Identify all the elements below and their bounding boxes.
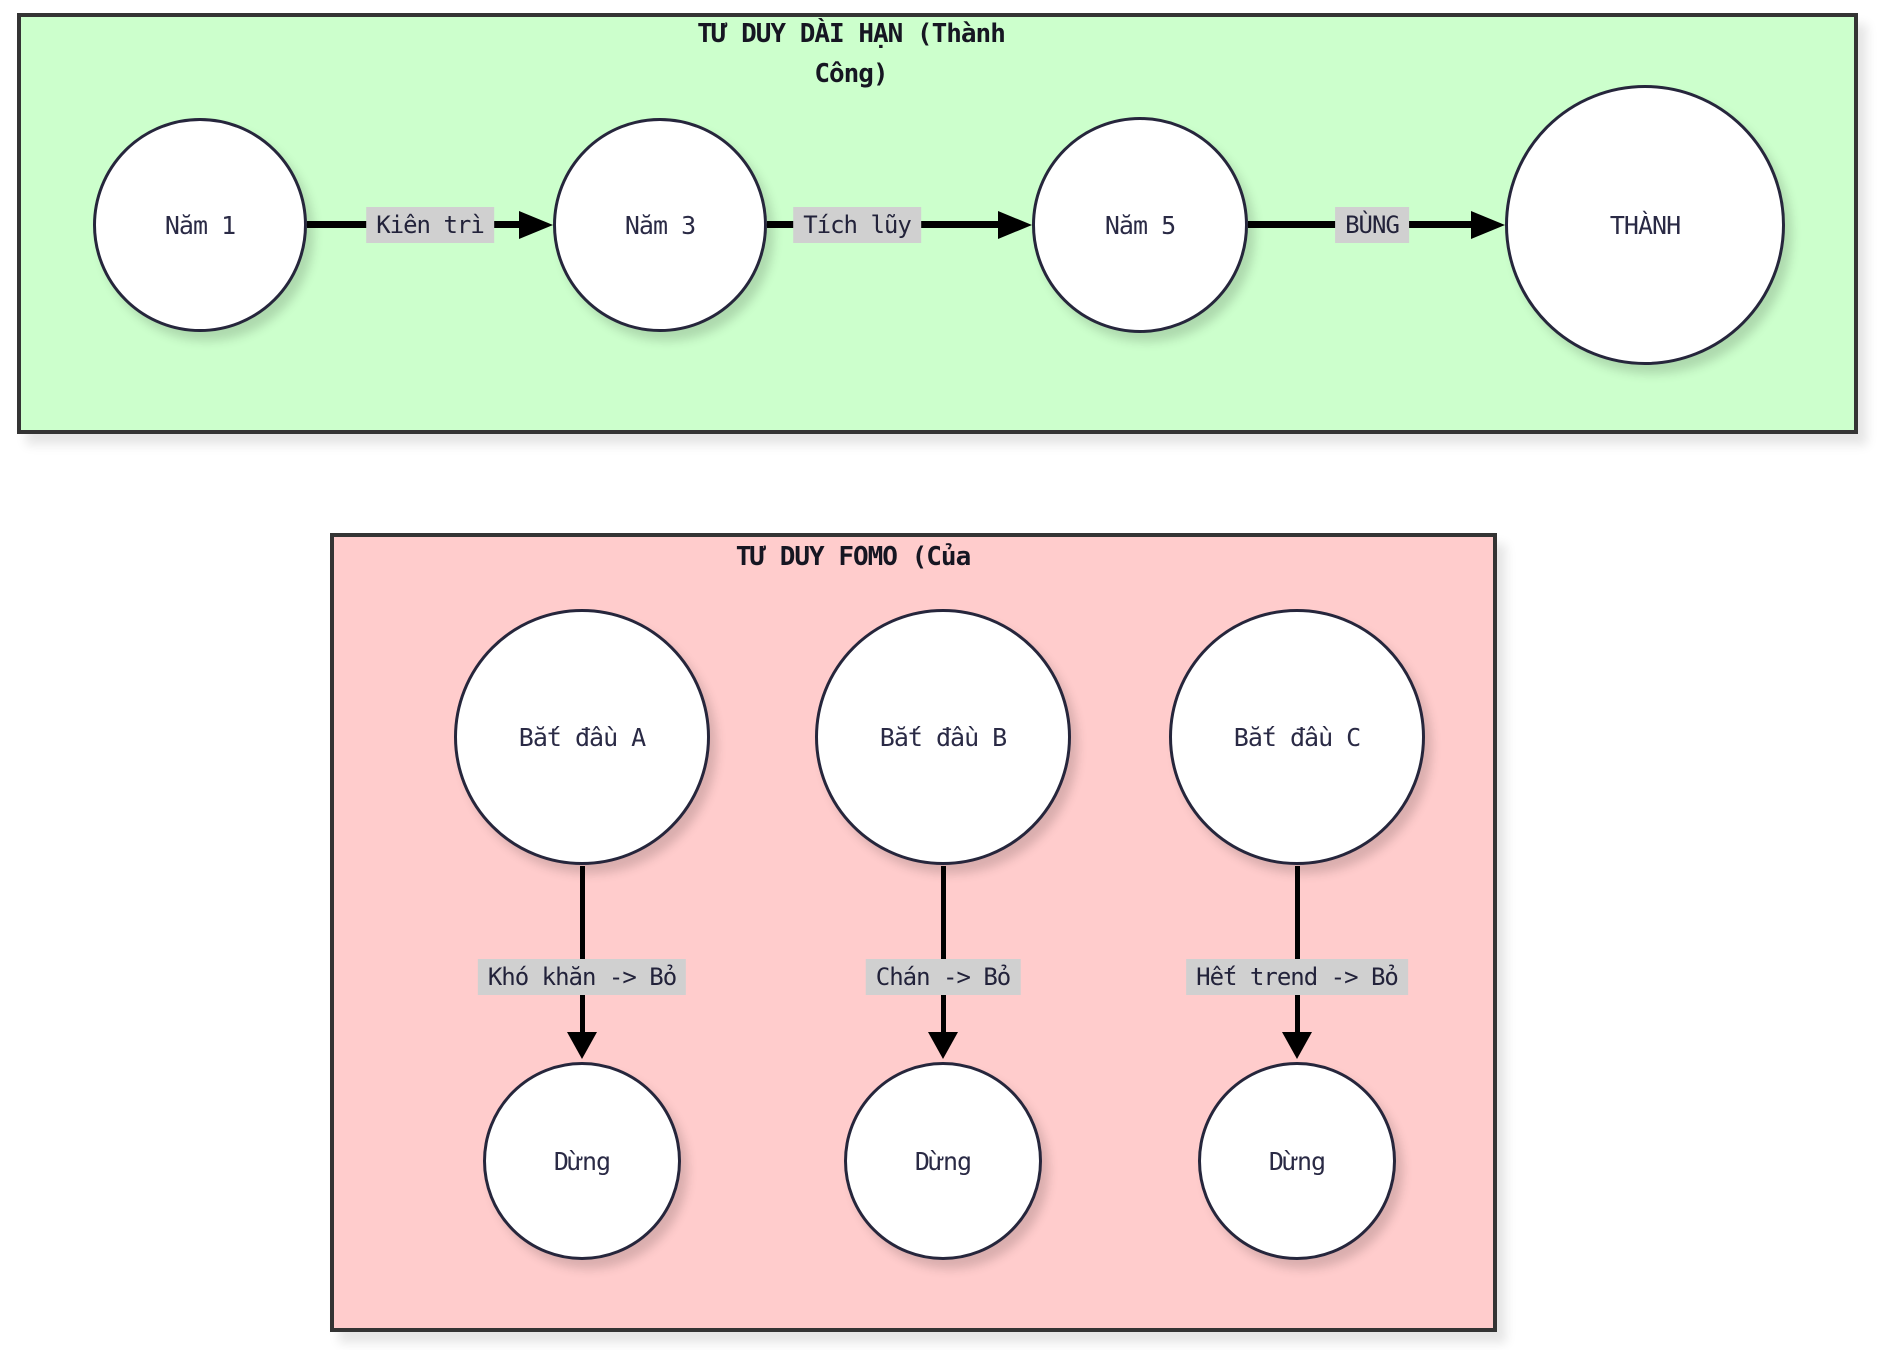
node-dung-b: Dừng xyxy=(844,1062,1042,1260)
node-nam-3-label: Năm 3 xyxy=(624,210,696,240)
node-nam-3: Năm 3 xyxy=(553,118,767,332)
arrowhead-chan xyxy=(928,1032,958,1059)
arrow-line-chan xyxy=(941,866,946,1034)
node-dung-b-label: Dừng xyxy=(914,1146,972,1176)
node-dung-a-label: Dừng xyxy=(553,1146,611,1176)
edge-label-kien-tri: Kiên trì xyxy=(366,207,494,243)
edge-label-tich-luy: Tích lũy xyxy=(793,207,921,243)
node-nam-5: Năm 5 xyxy=(1032,117,1248,333)
arrow-line-het-trend xyxy=(1295,866,1300,1034)
cluster-long-term-title: TƯ DUY DÀI HẠN (Thành Công) xyxy=(697,14,1006,94)
edge-label-chan: Chán -> Bỏ xyxy=(865,959,1021,995)
edge-label-bung: BÙNG xyxy=(1335,207,1409,243)
cluster-fomo-title-line1: TƯ DUY FOMO (Của xyxy=(735,542,971,572)
node-dung-a: Dừng xyxy=(483,1062,681,1260)
node-thanh-label: THÀNH xyxy=(1609,210,1681,240)
node-nam-1-label: Năm 1 xyxy=(164,210,236,240)
node-nam-5-label: Năm 5 xyxy=(1104,210,1176,240)
arrowhead-tich-luy xyxy=(998,211,1032,239)
cluster-long-term-title-line1: TƯ DUY DÀI HẠN (Thành xyxy=(697,19,1006,49)
node-bat-dau-a-label: Bắt đầu A xyxy=(518,722,646,752)
cluster-fomo-title: TƯ DUY FOMO (Của xyxy=(735,537,971,577)
node-bat-dau-b: Bắt đầu B xyxy=(815,609,1071,865)
node-bat-dau-b-label: Bắt đầu B xyxy=(879,722,1007,752)
node-bat-dau-a: Bắt đầu A xyxy=(454,609,710,865)
node-nam-1: Năm 1 xyxy=(93,118,307,332)
arrowhead-het-trend xyxy=(1282,1032,1312,1059)
node-thanh: THÀNH xyxy=(1505,85,1785,365)
edge-label-het-trend: Hết trend -> Bỏ xyxy=(1186,959,1408,995)
node-bat-dau-c-label: Bắt đầu C xyxy=(1233,722,1361,752)
arrowhead-kien-tri xyxy=(519,211,553,239)
node-bat-dau-c: Bắt đầu C xyxy=(1169,609,1425,865)
arrowhead-bung xyxy=(1471,211,1505,239)
edge-label-kho-khan: Khó khăn -> Bỏ xyxy=(477,959,687,995)
node-dung-c: Dừng xyxy=(1198,1062,1396,1260)
cluster-long-term-title-line2: Công) xyxy=(814,59,888,89)
arrow-line-kho-khan xyxy=(580,866,585,1034)
node-dung-c-label: Dừng xyxy=(1268,1146,1326,1176)
arrowhead-kho-khan xyxy=(567,1032,597,1059)
